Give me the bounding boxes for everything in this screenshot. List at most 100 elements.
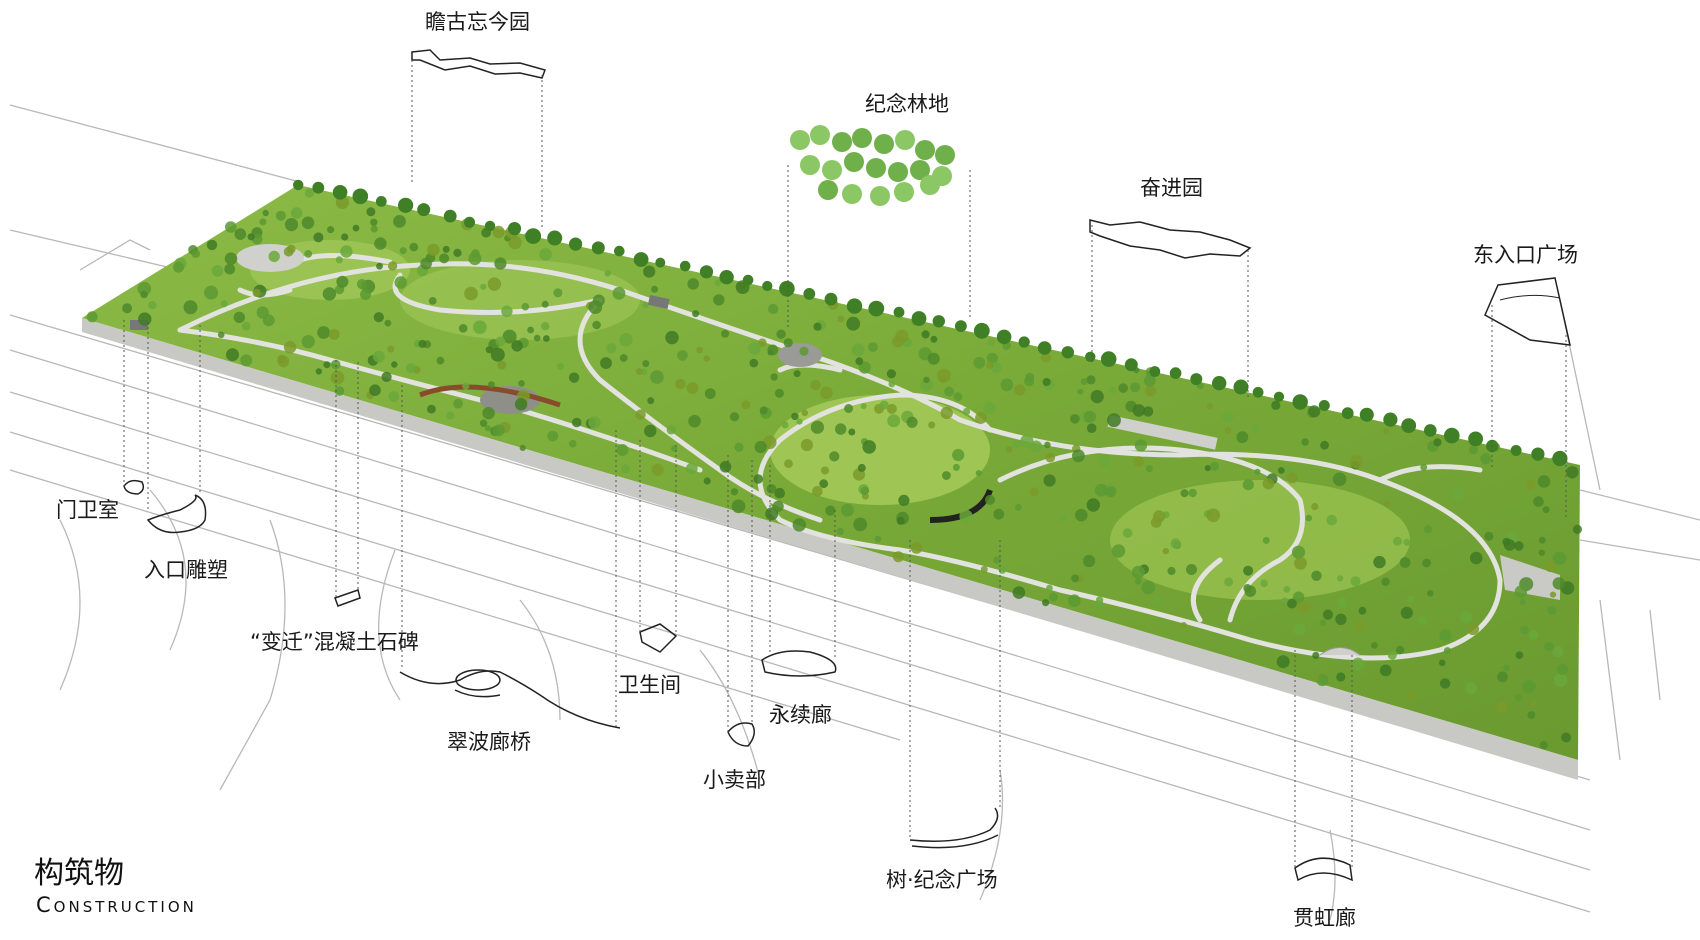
tree-mark	[987, 338, 995, 346]
tree-mark	[1538, 536, 1546, 544]
tree-mark	[360, 289, 371, 300]
tree-mark	[1484, 531, 1494, 541]
tree-mark	[519, 444, 526, 451]
tree-mark	[844, 404, 854, 413]
tree-mark	[1319, 619, 1327, 626]
tree-mark	[494, 257, 507, 270]
tree-mark	[1542, 506, 1550, 514]
tree-mark	[642, 360, 650, 368]
edge-tree-mark	[655, 257, 666, 268]
tree-mark	[387, 261, 398, 271]
edge-tree-mark	[633, 252, 649, 267]
tree-mark	[1438, 659, 1446, 667]
tree-mark	[784, 459, 793, 469]
tree-mark	[138, 312, 152, 326]
memorial-tree-icon	[910, 160, 930, 180]
tree-mark	[234, 228, 247, 240]
tree-mark	[1296, 600, 1311, 614]
tree-mark	[774, 388, 784, 398]
tree-mark	[619, 354, 628, 362]
tree-mark	[770, 373, 778, 381]
tree-mark	[846, 316, 861, 331]
page-title-cn: 构筑物	[34, 856, 124, 891]
edge-tree-mark	[779, 280, 795, 297]
tree-mark	[1206, 402, 1214, 410]
tree-mark	[283, 341, 297, 354]
tree-mark	[868, 342, 878, 352]
edge-tree-mark	[312, 181, 325, 194]
tree-mark	[1336, 672, 1346, 682]
tree-mark	[220, 300, 228, 308]
plazas	[130, 244, 1560, 656]
edge-tree-mark	[996, 329, 1012, 345]
tree-mark	[341, 233, 349, 241]
memorial-tree-icon	[818, 180, 838, 200]
tree-mark	[1086, 423, 1097, 434]
tree-mark	[588, 300, 603, 314]
tree-mark	[848, 428, 856, 436]
edge-tree-mark	[1552, 450, 1568, 467]
tree-mark	[86, 311, 98, 323]
tree-mark	[1552, 551, 1567, 565]
tree-mark	[592, 320, 601, 330]
edge-tree-mark	[293, 179, 304, 191]
tree-mark	[1433, 438, 1442, 447]
tree-mark	[1311, 503, 1319, 511]
tree-mark	[1544, 641, 1554, 652]
tree-mark	[1044, 441, 1051, 449]
tree-mark	[1552, 646, 1564, 658]
tree-mark	[892, 551, 904, 563]
tree-mark	[1144, 374, 1156, 387]
tree-mark	[240, 354, 253, 367]
tree-mark	[1236, 431, 1249, 444]
tree-mark	[1075, 508, 1088, 522]
fen-jin-outline	[1089, 219, 1252, 259]
edge-tree-mark	[1018, 336, 1030, 348]
tree-mark	[731, 499, 746, 514]
guan-hong-lang-icon	[1294, 857, 1353, 882]
tree-mark	[453, 398, 463, 409]
tree-mark	[387, 345, 395, 353]
tree-mark	[1071, 574, 1079, 583]
tree-mark	[1015, 504, 1022, 511]
tree-mark	[330, 370, 345, 385]
tree-mark	[1418, 616, 1428, 626]
tree-mark	[1167, 566, 1176, 576]
tree-mark	[468, 252, 482, 266]
tree-mark	[241, 321, 251, 331]
tree-mark	[140, 290, 148, 299]
tree-mark	[1373, 555, 1386, 569]
tree-mark	[975, 470, 982, 477]
tree-mark	[837, 315, 845, 323]
tree-mark	[252, 288, 261, 297]
tree-mark	[923, 376, 930, 384]
tree-mark	[206, 239, 218, 251]
tree-mark	[1383, 500, 1391, 508]
tree-mark	[1285, 466, 1293, 474]
tree-mark	[1351, 657, 1365, 670]
tree-mark	[191, 249, 200, 258]
tree-mark	[836, 527, 844, 536]
edge-tree-mark	[1100, 351, 1117, 367]
tree-layer	[86, 179, 1582, 750]
tree-mark	[436, 356, 445, 365]
tree-mark	[1086, 498, 1101, 512]
tree-mark	[381, 371, 392, 382]
edge-tree-mark	[699, 265, 714, 279]
tree-mark	[418, 339, 427, 348]
tree-mark	[427, 404, 436, 414]
label-bian-qian-shi-bei: “变迁”混凝土石碑	[250, 630, 419, 654]
tree-mark	[1422, 558, 1432, 568]
tree-mark	[1519, 598, 1526, 606]
tree-mark	[1514, 541, 1524, 551]
tree-mark	[464, 286, 478, 301]
tree-mark	[492, 225, 505, 239]
tree-mark	[557, 362, 564, 370]
tree-mark	[1502, 537, 1511, 546]
edge-tree-mark	[1341, 407, 1354, 420]
tree-mark	[373, 312, 384, 323]
tree-mark	[759, 406, 768, 415]
tree-mark	[812, 486, 823, 497]
tree-mark	[1405, 691, 1415, 701]
memorial-tree-icon	[915, 140, 935, 160]
